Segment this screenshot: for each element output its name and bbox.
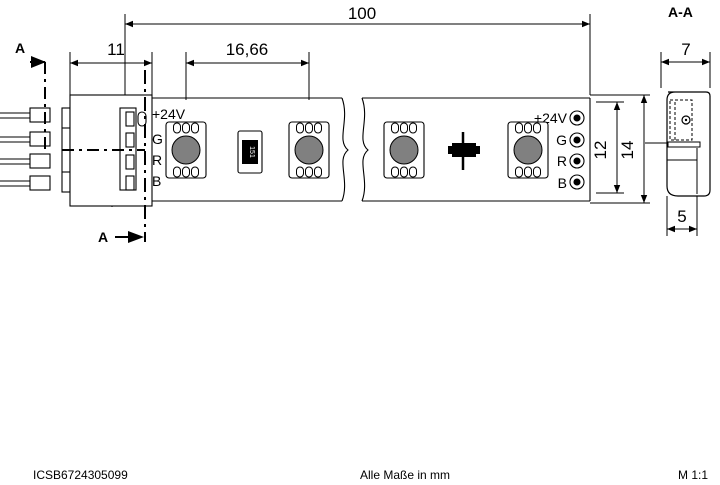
pad-label-b-left: B	[152, 173, 161, 189]
dimension-11: 11	[69, 40, 153, 95]
solder-pads-left	[137, 111, 147, 127]
section-arrow-top	[31, 56, 46, 68]
footer-scale: M 1:1	[678, 468, 709, 482]
section-view-title: A-A	[668, 4, 693, 20]
pad-label-r-left: R	[152, 152, 162, 168]
dimension-5-label: 5	[677, 207, 686, 226]
section-line-a: A A	[15, 40, 146, 245]
dimension-7: 7	[660, 40, 711, 88]
pad-labels-left: +24V G R B	[152, 106, 186, 189]
section-marker-bottom: A	[98, 229, 108, 245]
dimension-100: 100	[124, 4, 591, 95]
pad-label-b-right: B	[558, 175, 567, 191]
connector-pin	[0, 131, 51, 147]
section-marker-top: A	[15, 40, 25, 56]
pad-label-24v-left: +24V	[152, 106, 186, 122]
solder-pad	[569, 110, 585, 126]
footer-article-number: ICSB6724305099	[33, 468, 128, 482]
solder-pads-right	[569, 110, 585, 190]
pad-label-g-right: G	[556, 132, 567, 148]
dimension-16-66-label: 16,66	[226, 40, 269, 59]
resistor-marking: 151	[248, 146, 255, 158]
solder-pad	[137, 111, 147, 127]
dimension-11-label: 11	[107, 40, 125, 59]
dimension-12: 12	[591, 101, 624, 194]
led-strip-right	[361, 97, 591, 202]
dimension-5: 5	[666, 196, 698, 236]
resistor: 151	[237, 130, 263, 174]
pad-label-r-right: R	[557, 153, 567, 169]
section-arrow-bottom	[128, 231, 144, 243]
footer-units-note: Alle Maße in mm	[360, 468, 451, 482]
dimension-100-label: 100	[348, 4, 376, 23]
solder-pad	[569, 132, 585, 148]
dimension-12-label: 12	[591, 141, 610, 160]
rgb-led	[383, 121, 425, 179]
connector-pin	[0, 107, 51, 123]
dimension-7-label: 7	[681, 40, 690, 59]
connector-pin	[0, 153, 51, 169]
rgb-led	[507, 121, 549, 179]
section-view: A-A	[645, 4, 711, 197]
dimension-16-66: 16,66	[185, 40, 310, 100]
dimension-14: 14	[590, 94, 650, 204]
dimension-14-label: 14	[618, 141, 637, 160]
pad-label-g-left: G	[152, 131, 163, 147]
connector-pins	[0, 107, 51, 191]
solder-pad	[569, 153, 585, 169]
rgb-led	[165, 121, 207, 179]
led-group	[165, 121, 549, 179]
solder-pad	[569, 174, 585, 190]
led-strip-left	[152, 97, 349, 202]
connector-pin	[0, 175, 51, 191]
rgb-led	[288, 121, 330, 179]
diode	[448, 132, 480, 170]
